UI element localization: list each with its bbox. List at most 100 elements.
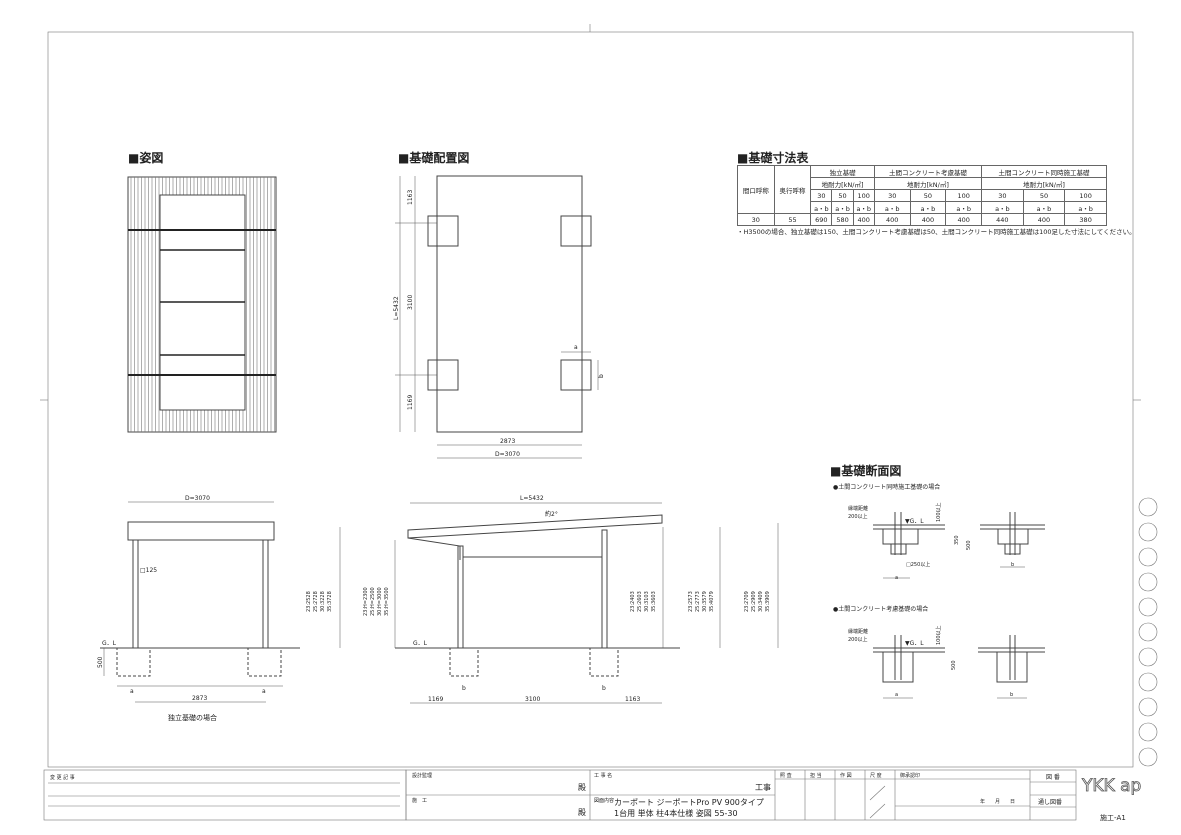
- plan-dim-1169: 1169: [407, 395, 414, 410]
- side-dim-3100: 3100: [525, 696, 540, 703]
- title-block: [43, 769, 1077, 821]
- dim-350: 350: [954, 535, 960, 545]
- foundation-size-table: 間口呼称 奥行呼称 独立基礎 土間コンクリート考慮基礎 土間コンクリート同時施工…: [737, 165, 1107, 226]
- approval-label: 御承認印: [900, 772, 920, 779]
- svg-text:25:2909: 25:2909: [751, 591, 757, 612]
- side-dim-1169: 1169: [428, 696, 443, 703]
- cell: 30: [737, 213, 775, 226]
- cell: 400: [873, 213, 911, 226]
- plan-dim-3100: 3100: [407, 295, 414, 310]
- load: 50: [1022, 189, 1066, 202]
- case2-label: ●土間コンクリート考慮基礎の場合: [833, 605, 928, 613]
- cell: 400: [1022, 213, 1066, 226]
- load: 50: [831, 189, 854, 202]
- slope-label: 約2°: [545, 510, 558, 518]
- load: 30: [810, 189, 833, 202]
- side-gl: G．L: [413, 640, 428, 647]
- front-gl: G．L: [102, 640, 117, 647]
- front-caption: 独立基礎の場合: [168, 713, 217, 722]
- section-case1: [873, 512, 1045, 579]
- front-dim-a1: a: [130, 688, 134, 695]
- svg-text:35:3728: 35:3728: [327, 591, 333, 612]
- post-size-label: □125: [140, 567, 157, 574]
- svg-text:25:H=2500: 25:H=2500: [370, 587, 376, 616]
- cell: 400: [852, 213, 875, 226]
- svg-text:35:4079: 35:4079: [709, 591, 715, 612]
- svg-text:30:3103: 30:3103: [644, 591, 650, 612]
- edge-distance-label-2: 縁端距離: [848, 628, 868, 635]
- dim-100-1: 100以上: [935, 502, 942, 522]
- cell: 400: [945, 213, 983, 226]
- cell: 690: [810, 213, 833, 226]
- svg-text:23:2709: 23:2709: [744, 591, 750, 612]
- plan-dim-1163: 1163: [407, 190, 414, 205]
- front-elevation: [100, 501, 300, 703]
- load: 30: [981, 189, 1024, 202]
- svg-text:30:3409: 30:3409: [758, 591, 764, 612]
- ab: a・b: [852, 201, 875, 214]
- side-dim-L: L=5432: [520, 495, 544, 502]
- dim-250: □250以上: [906, 561, 930, 568]
- edge-distance-label-1: 縁端距離: [848, 505, 868, 512]
- group-independent: 独立基礎: [810, 165, 875, 178]
- pose-heading: ■姿図: [128, 150, 163, 165]
- dim-a-1: a: [895, 575, 898, 581]
- sheet-border: [47, 31, 1134, 768]
- table-heading: ■基礎寸法表: [737, 150, 809, 165]
- project-label: 工 事 名: [594, 772, 612, 779]
- section-case2: [873, 635, 1045, 699]
- svg-text:35:H=3500: 35:H=3500: [384, 587, 390, 616]
- svg-text:30:3228: 30:3228: [320, 591, 326, 612]
- group-slab-simultaneous: 土間コンクリート同時施工基礎: [981, 165, 1107, 178]
- group-slab-considered: 土間コンクリート考慮基礎: [873, 165, 983, 178]
- construction-dono: 殿: [578, 808, 586, 817]
- load: 100: [1064, 189, 1107, 202]
- side-dim-b1: b: [462, 685, 466, 692]
- plan-heading: ■基礎配置図: [398, 150, 469, 165]
- bearing-label: 地耐力[kN/㎡]: [810, 177, 875, 190]
- col-depth: 奥行呼称: [773, 165, 812, 214]
- ab: a・b: [831, 201, 854, 214]
- front-dim-500: 500: [97, 656, 104, 668]
- cell: 440: [981, 213, 1024, 226]
- bearing-label: 地耐力[kN/㎡]: [981, 177, 1107, 190]
- side-dim-1163: 1163: [625, 696, 640, 703]
- ab: a・b: [981, 201, 1024, 214]
- svg-text:25:2728: 25:2728: [313, 591, 319, 612]
- content-line-1: カーポート ジーポートPro PV 900タイプ: [614, 798, 764, 807]
- load: 100: [945, 189, 983, 202]
- svg-text:23:H=2300: 23:H=2300: [363, 587, 369, 616]
- plan-dim-2873: 2873: [500, 438, 515, 445]
- foundation-plan: [395, 175, 599, 459]
- plan-dim-L: L=5432: [393, 296, 400, 320]
- col-check: 照 査: [780, 772, 792, 779]
- col-scale: 尺 度: [870, 772, 882, 779]
- ab: a・b: [1022, 201, 1066, 214]
- pose-view: [127, 176, 277, 433]
- gl-mark-2: ▼G．L: [905, 640, 924, 647]
- ykk-logo: YKK ap: [1081, 776, 1141, 796]
- plan-dim-b: b: [598, 374, 605, 378]
- side-dim-b2: b: [602, 685, 606, 692]
- edge-distance-value-2: 200以上: [848, 636, 868, 643]
- dim-500-2: 500: [951, 660, 957, 670]
- construction-label: 施 工: [412, 797, 427, 804]
- svg-text:23:2403: 23:2403: [630, 591, 636, 612]
- front-dim-a2: a: [262, 688, 266, 695]
- case1-label: ●土間コンクリート同時施工基礎の場合: [833, 483, 940, 491]
- approval-date: 年 月 日: [980, 798, 1015, 805]
- serial-no-label: 通し図番: [1038, 798, 1062, 806]
- ab: a・b: [945, 201, 983, 214]
- svg-text:30:H=3000: 30:H=3000: [377, 587, 383, 616]
- project-suffix: 工事: [755, 782, 771, 792]
- cell: 55: [773, 213, 812, 226]
- cell: 400: [909, 213, 947, 226]
- cell: 380: [1064, 213, 1107, 226]
- svg-text:35:3603: 35:3603: [651, 591, 657, 612]
- dim-500-1: 500: [966, 540, 972, 550]
- col-drawing: 作 図: [840, 772, 852, 779]
- supervision-dono: 殿: [578, 783, 586, 792]
- dim-a-2: a: [895, 692, 898, 698]
- section-heading: ■基礎断面図: [830, 463, 901, 478]
